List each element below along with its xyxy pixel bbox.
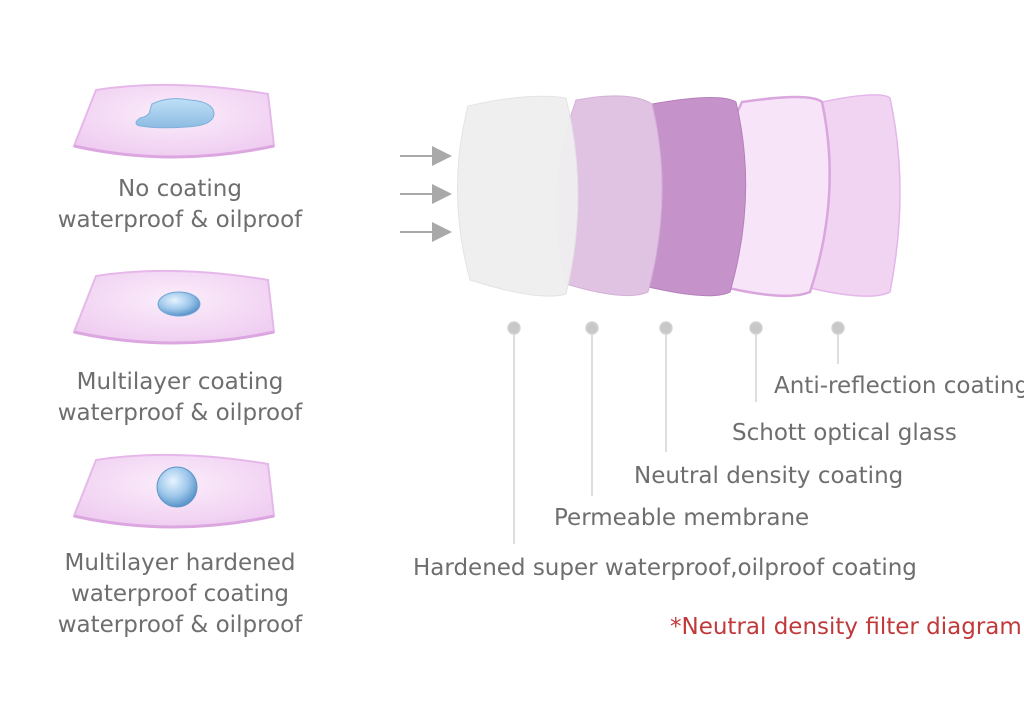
caption-line: waterproof & oilproof [57,612,303,638]
filter-layers-art [400,94,901,298]
caption-hardened: Multilayer hardened waterproof coating w… [40,548,320,641]
label-hardened-coating: Hardened super waterproof,oilproof coati… [413,555,917,581]
caption-line: Multilayer coating [76,369,284,395]
caption-multilayer: Multilayer coating waterproof & oilproof [40,367,320,429]
lens-plate-no-coating [72,83,276,159]
water-puddle-icon [135,98,215,129]
lens-plate-multilayer [72,269,276,345]
caption-line: waterproof coating [70,581,290,607]
water-droplet-icon [157,291,201,317]
caption-line: waterproof & oilproof [57,400,303,426]
water-bead-icon [156,466,198,508]
light-arrows [400,146,452,242]
layer-hardened-coating [457,95,579,297]
lens-plate-hardened [72,453,276,529]
label-permeable-membrane: Permeable membrane [554,505,810,531]
caption-line: waterproof & oilproof [57,207,303,233]
caption-no-coating: No coating waterproof & oilproof [40,174,320,236]
label-neutral-density: Neutral density coating [634,463,904,489]
label-anti-reflection: Anti-reflection coating [774,373,1024,399]
footnote: *Neutral density filter diagram [670,614,1022,640]
caption-line: No coating [118,176,242,202]
coating-samples-art [72,83,276,529]
label-schott-glass: Schott optical glass [732,420,957,446]
caption-line: Multilayer hardened [64,550,296,576]
